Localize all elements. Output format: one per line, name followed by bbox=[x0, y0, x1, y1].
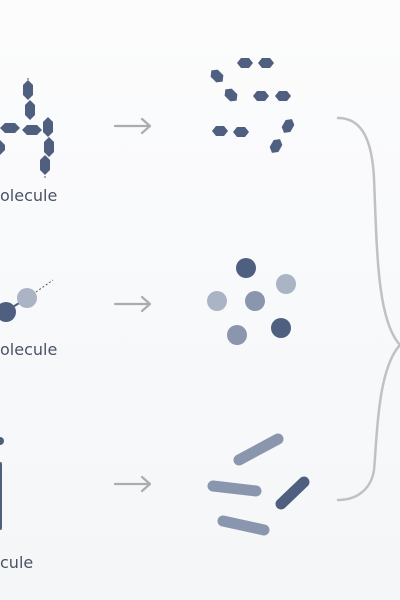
sugar-unit bbox=[0, 140, 5, 155]
row2-label: olecule bbox=[0, 340, 58, 359]
sugar-unit bbox=[22, 125, 42, 135]
sugar-unit bbox=[25, 100, 35, 120]
rod-fragment bbox=[275, 476, 310, 510]
rod-molecule bbox=[0, 437, 4, 530]
fragment-unit bbox=[212, 126, 228, 136]
rod-fragment bbox=[217, 515, 270, 536]
atom bbox=[271, 318, 291, 338]
sugar-unit bbox=[23, 80, 33, 100]
small-molecule bbox=[0, 279, 54, 322]
sugar-unit bbox=[44, 137, 54, 157]
fragment-group-1 bbox=[210, 58, 295, 153]
sugar-unit bbox=[0, 123, 20, 133]
rod-fragment bbox=[207, 480, 262, 497]
row1-label: olecule bbox=[0, 186, 58, 205]
scattered-atoms bbox=[207, 258, 296, 345]
atom bbox=[227, 325, 247, 345]
branched-molecule bbox=[0, 78, 54, 180]
fragment-unit bbox=[210, 69, 224, 83]
dotted-bond bbox=[35, 279, 54, 293]
atom bbox=[207, 291, 227, 311]
fragment-unit bbox=[224, 88, 238, 102]
atom bbox=[245, 291, 265, 311]
atom bbox=[0, 302, 16, 322]
sugar-unit bbox=[43, 117, 53, 137]
fragment-unit bbox=[253, 91, 269, 101]
rod-fragments bbox=[207, 433, 310, 536]
atom bbox=[276, 274, 296, 294]
fragment-unit bbox=[269, 139, 283, 153]
arrow-row3 bbox=[113, 475, 152, 493]
fragment-unit bbox=[275, 91, 291, 101]
rod-fragment bbox=[233, 433, 284, 466]
rod bbox=[0, 462, 2, 530]
fragment-unit bbox=[233, 127, 249, 137]
fragment-unit bbox=[281, 119, 295, 133]
sugar-unit bbox=[40, 155, 50, 175]
atom bbox=[0, 437, 4, 445]
row3-label: cule bbox=[0, 553, 34, 572]
atom bbox=[236, 258, 256, 278]
arrow-row2 bbox=[113, 295, 152, 313]
fragment-unit bbox=[258, 58, 274, 68]
fragment-unit bbox=[237, 58, 253, 68]
atom bbox=[17, 288, 37, 308]
arrow-row1 bbox=[113, 117, 152, 135]
grouping-brace bbox=[336, 116, 400, 502]
